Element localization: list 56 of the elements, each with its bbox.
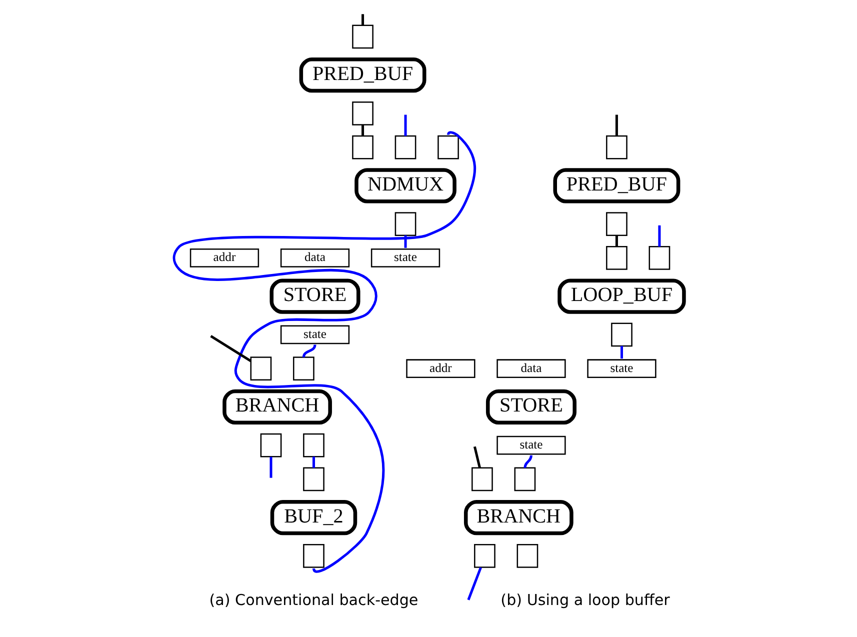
- node-box: [514, 467, 536, 492]
- node-box: [394, 212, 416, 236]
- node-box: state: [280, 325, 350, 344]
- node-box: data: [496, 359, 566, 378]
- node-box: state: [370, 248, 440, 268]
- node-box: [302, 433, 324, 458]
- connector: [404, 235, 406, 248]
- node-box: [437, 135, 458, 160]
- node-box: [352, 24, 373, 49]
- connector: [210, 334, 252, 362]
- connector: [312, 456, 314, 468]
- node-box: BUF_2: [270, 500, 357, 536]
- connector: [302, 344, 316, 358]
- node-box: [606, 246, 627, 270]
- node-box: [471, 467, 492, 492]
- connector: [523, 455, 532, 468]
- node-box: [648, 246, 670, 270]
- node-box: [302, 467, 324, 492]
- node-box: [292, 356, 314, 381]
- connector: [404, 114, 406, 136]
- node-box: [516, 544, 538, 568]
- connector: [172, 134, 476, 571]
- label: (b) Using a loop buffer: [500, 591, 670, 610]
- node-box: [606, 135, 627, 160]
- connector: [620, 346, 622, 359]
- node-box: [302, 544, 324, 568]
- connector: [658, 225, 660, 247]
- connector: [361, 14, 364, 26]
- connector: [361, 124, 364, 136]
- node-box: PRED_BUF: [298, 57, 426, 93]
- node-box: PRED_BUF: [552, 168, 680, 204]
- node-box: [610, 322, 632, 347]
- node-box: [394, 135, 416, 160]
- node-box: [606, 212, 627, 236]
- node-box: [474, 544, 495, 568]
- node-box: NDMUX: [354, 168, 456, 204]
- node-box: STORE: [485, 389, 576, 425]
- connector: [269, 456, 272, 478]
- node-box: STORE: [269, 278, 360, 314]
- node-box: addr: [406, 359, 475, 378]
- node-box: state: [586, 359, 656, 378]
- connector: [472, 446, 480, 468]
- node-box: addr: [189, 248, 259, 268]
- node-box: [352, 101, 373, 126]
- node-box: [260, 433, 282, 458]
- connector: [614, 114, 618, 136]
- node-box: LOOP_BUF: [557, 278, 686, 314]
- connector: [614, 235, 618, 247]
- node-box: [250, 356, 272, 381]
- label: (a) Conventional back-edge: [208, 591, 418, 610]
- node-box: BRANCH: [222, 389, 332, 425]
- node-box: [352, 135, 373, 160]
- node-box: data: [280, 248, 350, 268]
- connector: [466, 567, 482, 600]
- node-box: state: [496, 436, 566, 455]
- node-box: BRANCH: [463, 500, 573, 536]
